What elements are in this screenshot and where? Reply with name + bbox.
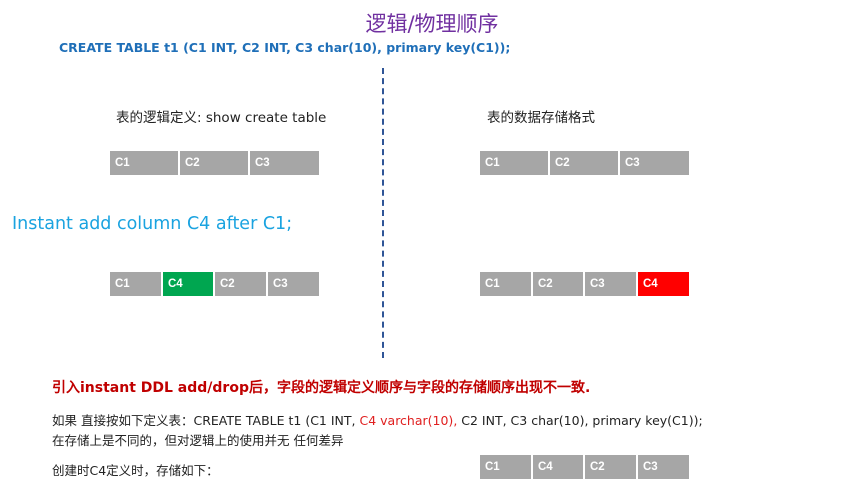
page-title: 逻辑/物理顺序 xyxy=(365,12,499,36)
physical-storage-label: 表的数据存储格式 xyxy=(487,110,595,126)
column-cell-c1: C1 xyxy=(480,272,533,296)
column-cell-c4: C4 xyxy=(163,272,215,296)
column-cell-c4: C4 xyxy=(638,272,689,296)
explain-prefix: 如果 直接按如下定义表：CREATE TABLE t1 (C1 INT, xyxy=(52,413,360,428)
column-cell-c3: C3 xyxy=(585,272,638,296)
column-cell-c3: C3 xyxy=(638,455,689,479)
column-cell-c3: C3 xyxy=(620,151,689,175)
column-cell-c1: C1 xyxy=(480,151,550,175)
explain-line-1: 如果 直接按如下定义表：CREATE TABLE t1 (C1 INT, C4 … xyxy=(52,410,703,429)
inconsistency-note: 引入instant DDL add/drop后，字段的逻辑定义顺序与字段的存储顺… xyxy=(52,380,591,396)
column-cell-c3: C3 xyxy=(250,151,319,175)
explain-suffix: C2 INT, C3 char(10), primary key(C1)); xyxy=(457,413,703,428)
column-cell-c2: C2 xyxy=(180,151,250,175)
column-cell-c2: C2 xyxy=(585,455,638,479)
column-cell-c1: C1 xyxy=(110,272,163,296)
create-storage-note: 创建时C4定义时，存储如下： xyxy=(52,463,219,478)
explain-highlight: C4 varchar(10), xyxy=(359,413,458,428)
logical-definition-label: 表的逻辑定义: show create table xyxy=(116,110,327,126)
column-cell-c2: C2 xyxy=(215,272,268,296)
column-cell-c3: C3 xyxy=(268,272,319,296)
create-table-sql: CREATE TABLE t1 (C1 INT, C2 INT, C3 char… xyxy=(59,40,511,55)
explain-line-2: 在存储上是不同的，但对逻辑上的使用并无 任何差异 xyxy=(52,433,344,448)
column-cell-c1: C1 xyxy=(110,151,180,175)
column-cell-c2: C2 xyxy=(533,272,585,296)
instant-add-column-statement: Instant add column C4 after C1; xyxy=(12,214,293,234)
column-cell-c1: C1 xyxy=(480,455,533,479)
column-cell-c2: C2 xyxy=(550,151,620,175)
section-divider xyxy=(382,68,384,358)
column-cell-c4: C4 xyxy=(533,455,585,479)
